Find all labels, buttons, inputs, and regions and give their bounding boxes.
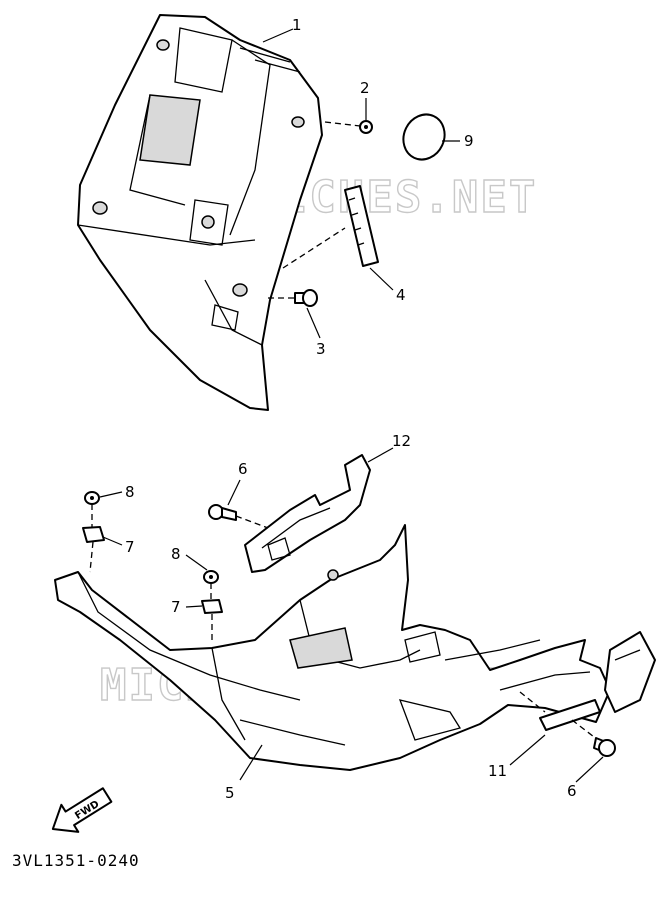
part-11-strip bbox=[519, 691, 601, 731]
callout-2: 2 bbox=[360, 79, 370, 97]
part-7-clip-left bbox=[82, 526, 105, 573]
leader-lines bbox=[99, 28, 604, 783]
fwd-arrow: FWD bbox=[51, 787, 113, 833]
part-1-leg-shield bbox=[77, 14, 323, 411]
diagram-code: 3VL1351-0240 bbox=[12, 851, 140, 870]
part-9-cap bbox=[402, 113, 446, 161]
callout-11: 11 bbox=[488, 762, 507, 780]
part-3-bolt bbox=[268, 289, 318, 307]
callout-4: 4 bbox=[396, 286, 406, 304]
callout-7-left: 7 bbox=[125, 538, 135, 556]
callout-8-left: 8 bbox=[125, 483, 135, 501]
callout-6-lower: 6 bbox=[567, 782, 577, 800]
part-8-screw-center bbox=[203, 570, 219, 600]
callout-8-center: 8 bbox=[171, 545, 181, 563]
part-6-bolt-upper bbox=[208, 504, 269, 529]
callout-9: 9 bbox=[464, 132, 474, 150]
callout-labels: 1 2 9 4 3 12 6 8 7 8 7 5 11 6 bbox=[125, 16, 577, 802]
callout-12: 12 bbox=[392, 432, 411, 450]
callout-3: 3 bbox=[316, 340, 326, 358]
callout-5: 5 bbox=[225, 784, 235, 802]
part-4-plate bbox=[282, 185, 379, 269]
part-12-bracket bbox=[244, 454, 371, 573]
part-6-bolt-lower bbox=[571, 719, 616, 757]
callout-7-center: 7 bbox=[171, 598, 181, 616]
part-8-screw-left bbox=[84, 491, 100, 527]
callout-6-upper: 6 bbox=[238, 460, 248, 478]
part-2-screw bbox=[324, 120, 373, 134]
part-5-under-cover bbox=[54, 524, 656, 771]
part-7-clip-center bbox=[201, 599, 223, 640]
callout-1: 1 bbox=[292, 16, 302, 34]
